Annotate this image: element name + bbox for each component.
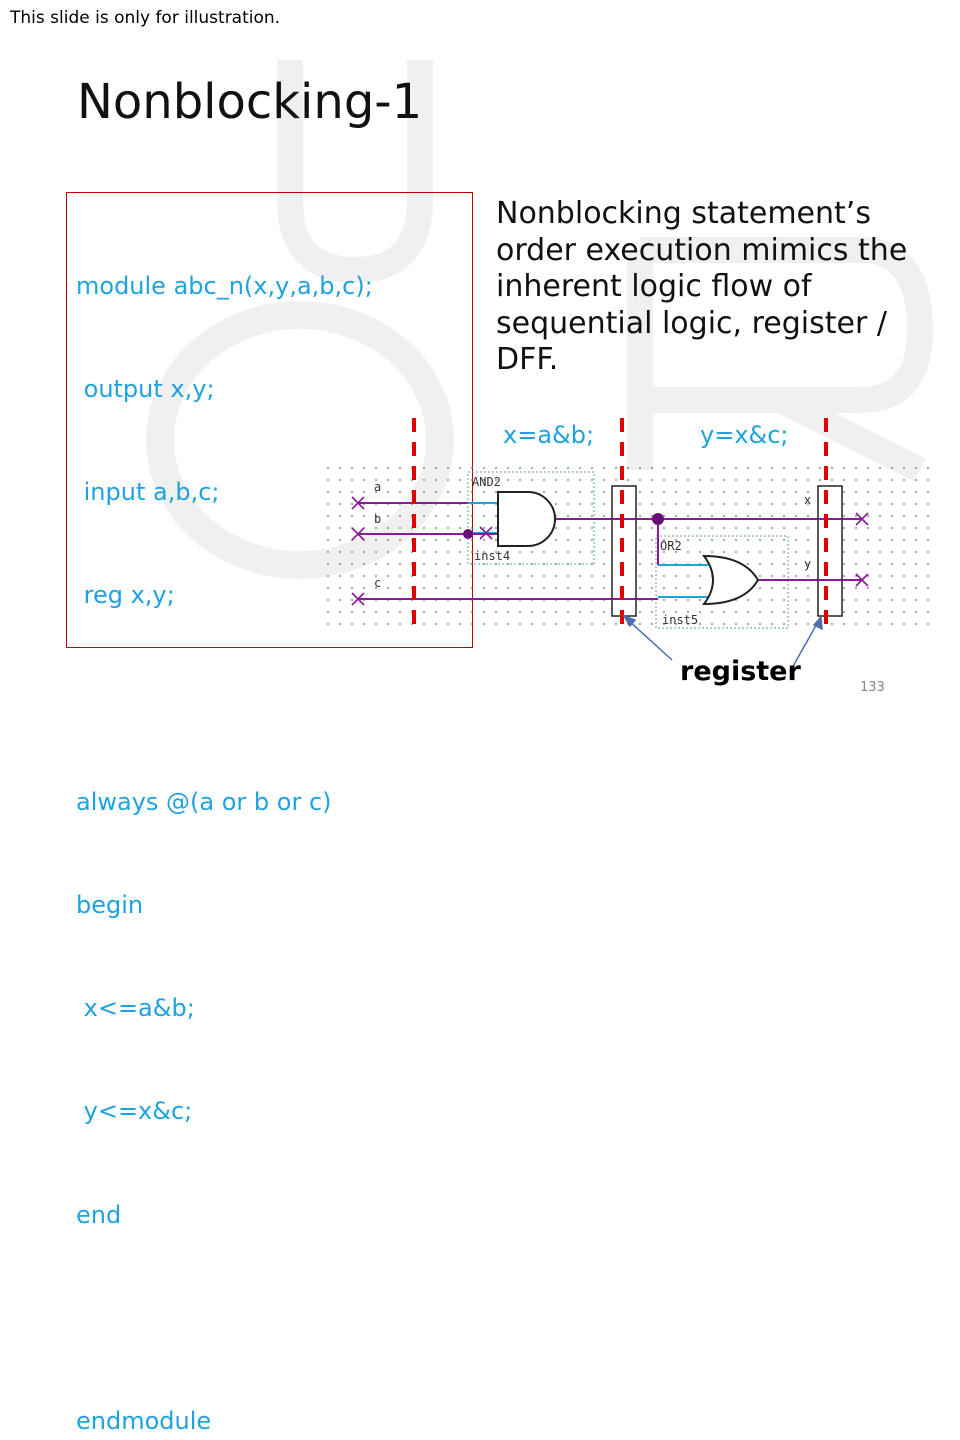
or-gate-type: OR2 <box>660 539 682 553</box>
code-box <box>66 192 473 648</box>
pin-x-icon <box>351 592 365 606</box>
pin-x-icon <box>855 573 869 587</box>
input-label-c: c <box>374 576 381 590</box>
background-watermark <box>146 60 934 579</box>
and-gate-instance: inst4 <box>474 549 510 563</box>
code-line <box>76 1301 373 1335</box>
or-gate-instance: inst5 <box>662 613 698 627</box>
assign-label-y: y=x&c; <box>700 421 789 449</box>
register-box-1 <box>611 485 637 617</box>
junction-dot <box>463 529 473 539</box>
code-line: input a,b,c; <box>76 478 220 507</box>
code-line: end <box>76 1200 122 1229</box>
register-label: register <box>680 656 801 687</box>
output-label-y: y <box>804 557 811 571</box>
input-label-a: a <box>374 480 381 494</box>
code-line: reg x,y; <box>76 581 175 610</box>
code-line: module abc_n(x,y,a,b,c); <box>76 271 373 300</box>
page-number: 133 <box>860 680 885 695</box>
input-label-b: b <box>374 512 381 526</box>
slide-title: Nonblocking-1 <box>77 74 423 130</box>
pin-x-icon <box>479 526 493 540</box>
code-line: y<=x&c; <box>76 1097 193 1126</box>
pin-x-icon <box>351 496 365 510</box>
code-line <box>76 682 373 716</box>
pin-x-icon <box>351 527 365 541</box>
and-gate-type: AND2 <box>472 475 501 489</box>
register-box-2 <box>817 485 843 617</box>
or-gate-instance-box <box>655 535 789 629</box>
code-line: always @(a or b or c) <box>76 787 332 816</box>
junction-dot <box>652 513 664 525</box>
code-line: x<=a&b; <box>76 994 195 1023</box>
output-label-x: x <box>804 493 811 507</box>
and-gate-icon <box>497 491 556 547</box>
pin-x-icon <box>855 512 869 526</box>
or-gate-icon <box>702 554 760 606</box>
illustration-note: This slide is only for illustration. <box>10 8 281 28</box>
description-text: Nonblocking statement’s order execution … <box>496 196 908 377</box>
code-line: begin <box>76 891 144 920</box>
schematic: a b c AND2 inst4 OR2 inst5 x y <box>322 462 938 634</box>
code-line: output x,y; <box>76 375 215 404</box>
code-line: endmodule <box>76 1407 212 1436</box>
verilog-code: module abc_n(x,y,a,b,c); output x,y; inp… <box>76 200 373 1440</box>
assign-label-x: x=a&b; <box>503 421 595 449</box>
